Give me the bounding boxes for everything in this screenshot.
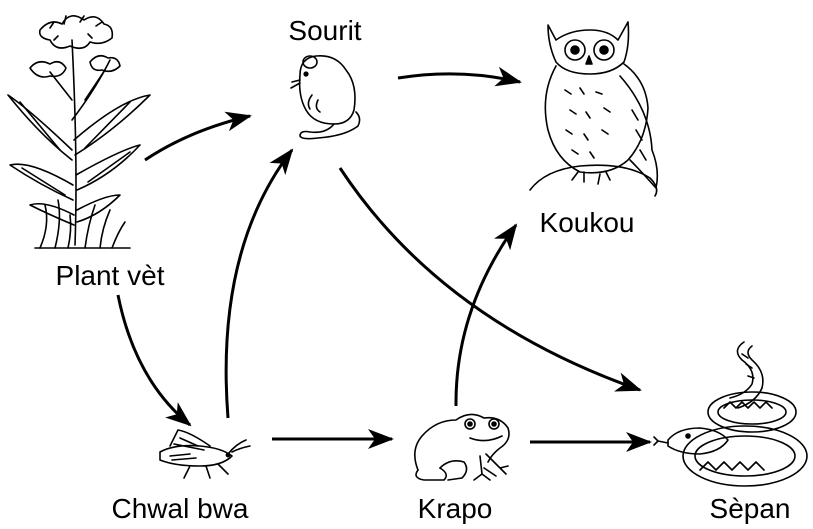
mouse-icon: [290, 54, 361, 140]
arrow-plant-to-grasshopper: [116, 294, 192, 427]
label-grasshopper: Chwal bwa: [112, 493, 249, 524]
grasshopper-icon: [159, 429, 251, 479]
arrow-mouse-to-owl: [397, 66, 522, 87]
frog-icon: [414, 413, 510, 481]
arrow-plant-to-mouse: [144, 111, 252, 162]
arrows: [116, 66, 652, 452]
arrow-frog-to-owl: [454, 223, 518, 407]
snake-icon: [653, 341, 808, 487]
label-frog: Krapo: [418, 493, 493, 524]
owl-icon: [529, 21, 659, 197]
arrow-grasshopper-to-mouse: [224, 148, 294, 419]
label-snake: Sèpan: [710, 493, 791, 524]
plant-icon: [7, 15, 151, 249]
label-plant: Plant vèt: [56, 260, 165, 291]
arrow-mouse-to-snake: [338, 167, 642, 392]
label-mouse: Sourit: [288, 15, 361, 46]
label-owl: Koukou: [540, 207, 635, 238]
